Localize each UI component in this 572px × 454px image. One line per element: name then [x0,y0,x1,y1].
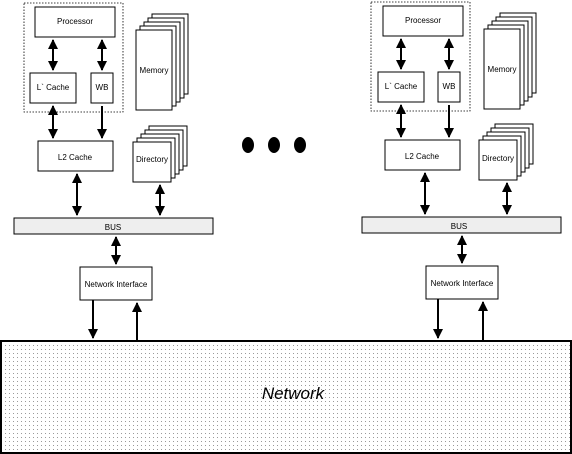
processor-label: Processor [405,16,441,25]
memory-label: Memory [488,65,517,74]
bus-label: BUS [105,223,121,232]
l2-cache-label: L2 Cache [58,153,93,162]
l1-cache-label: L` Cache [37,83,70,92]
bus-bar [361,216,562,234]
l2-cache-box [384,139,461,171]
network-interface-label: Network Interface [431,279,494,288]
directory-label: Directory [482,154,514,163]
network-box [0,340,572,454]
l1-cache-box [377,71,425,103]
bus-bar [13,217,214,235]
directory-stack: Directory [478,123,534,181]
l1-cache-box [29,72,77,104]
processor-module-outline [370,1,471,112]
network-interface-box [425,265,499,300]
node-right: Processor L` Cache WB Memory L2 Cache Di… [361,1,562,341]
processor-box [382,5,464,37]
processor-box [34,6,116,38]
network: Network [0,340,572,454]
directory-stack: Directory [132,125,188,183]
ellipsis-dot [242,137,254,153]
write-buffer-box [90,72,114,104]
network-interface-label: Network Interface [85,280,148,289]
network-interface-box [79,266,153,301]
directory-label: Directory [136,155,168,164]
processor-label: Processor [57,17,93,26]
ellipsis-dot [294,137,306,153]
node-left: Processor L` Cache WB Memory L2 Cache Di… [13,2,214,341]
l2-cache-label: L2 Cache [405,152,440,161]
memory-label: Memory [140,66,169,75]
ellipsis-dot [268,137,280,153]
l1-cache-label: L` Cache [385,82,418,91]
bus-label: BUS [451,222,467,231]
write-buffer-box [437,71,461,103]
l2-cache-box [37,140,114,172]
processor-module-outline [23,2,124,113]
network-label: Network [262,384,326,403]
ellipsis-dots [242,137,306,153]
write-buffer-label: WB [96,83,109,92]
memory-stack: Memory [483,12,537,110]
write-buffer-label: WB [443,82,456,91]
memory-stack: Memory [135,13,189,111]
